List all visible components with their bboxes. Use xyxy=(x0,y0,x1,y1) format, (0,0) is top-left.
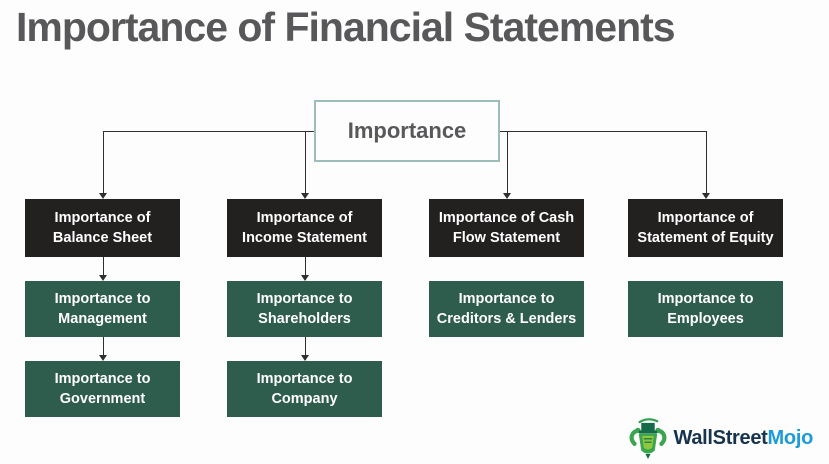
wallstreetmojo-mascot-icon xyxy=(627,416,669,460)
brand-wordmark-primary: WallStreet xyxy=(673,426,768,449)
brand-logo: WallStreetMojo xyxy=(627,416,813,460)
connector-col2-row3 xyxy=(305,337,306,355)
root-importance-label: Importance xyxy=(347,118,467,143)
item-box-employees: Importance to Employees xyxy=(628,281,783,337)
item-box-management: Importance to Management xyxy=(25,281,180,337)
arrowhead-down-icon xyxy=(301,275,309,281)
arrowhead-down-icon xyxy=(99,193,107,199)
header-box-income-statement: Importance of Income Statement xyxy=(227,199,382,257)
arrowhead-down-icon xyxy=(301,193,309,199)
item-box-company: Importance to Company xyxy=(227,361,382,417)
header-box-balance-sheet: Importance of Balance Sheet xyxy=(25,199,180,257)
arrowhead-down-icon xyxy=(301,355,309,361)
item-box-shareholders: Importance to Shareholders xyxy=(227,281,382,337)
item-box-creditors-lenders: Importance to Creditors & Lenders xyxy=(429,281,584,337)
header-box-cash-flow-statement: Importance of Cash Flow Statement xyxy=(429,199,584,257)
arrowhead-down-icon xyxy=(99,275,107,281)
header-box-statement-of-equity: Importance of Statement of Equity xyxy=(628,199,783,257)
item-box-government: Importance to Government xyxy=(25,361,180,417)
connector-drop-col3 xyxy=(507,131,508,193)
arrowhead-down-icon xyxy=(99,355,107,361)
arrowhead-down-icon xyxy=(503,193,511,199)
connector-col2-row2 xyxy=(305,257,306,275)
root-importance-box: Importance xyxy=(314,100,500,162)
arrowhead-down-icon xyxy=(702,193,710,199)
connector-drop-col1 xyxy=(103,131,104,193)
page-title: Importance of Financial Statements xyxy=(16,4,676,50)
connector-drop-col2 xyxy=(305,131,306,193)
brand-wordmark-secondary: Mojo xyxy=(767,426,814,449)
connector-col1-row3 xyxy=(103,337,104,355)
brand-wordmark: WallStreetMojo xyxy=(673,427,813,450)
connector-col1-row2 xyxy=(103,257,104,275)
connector-drop-col4 xyxy=(706,131,707,193)
